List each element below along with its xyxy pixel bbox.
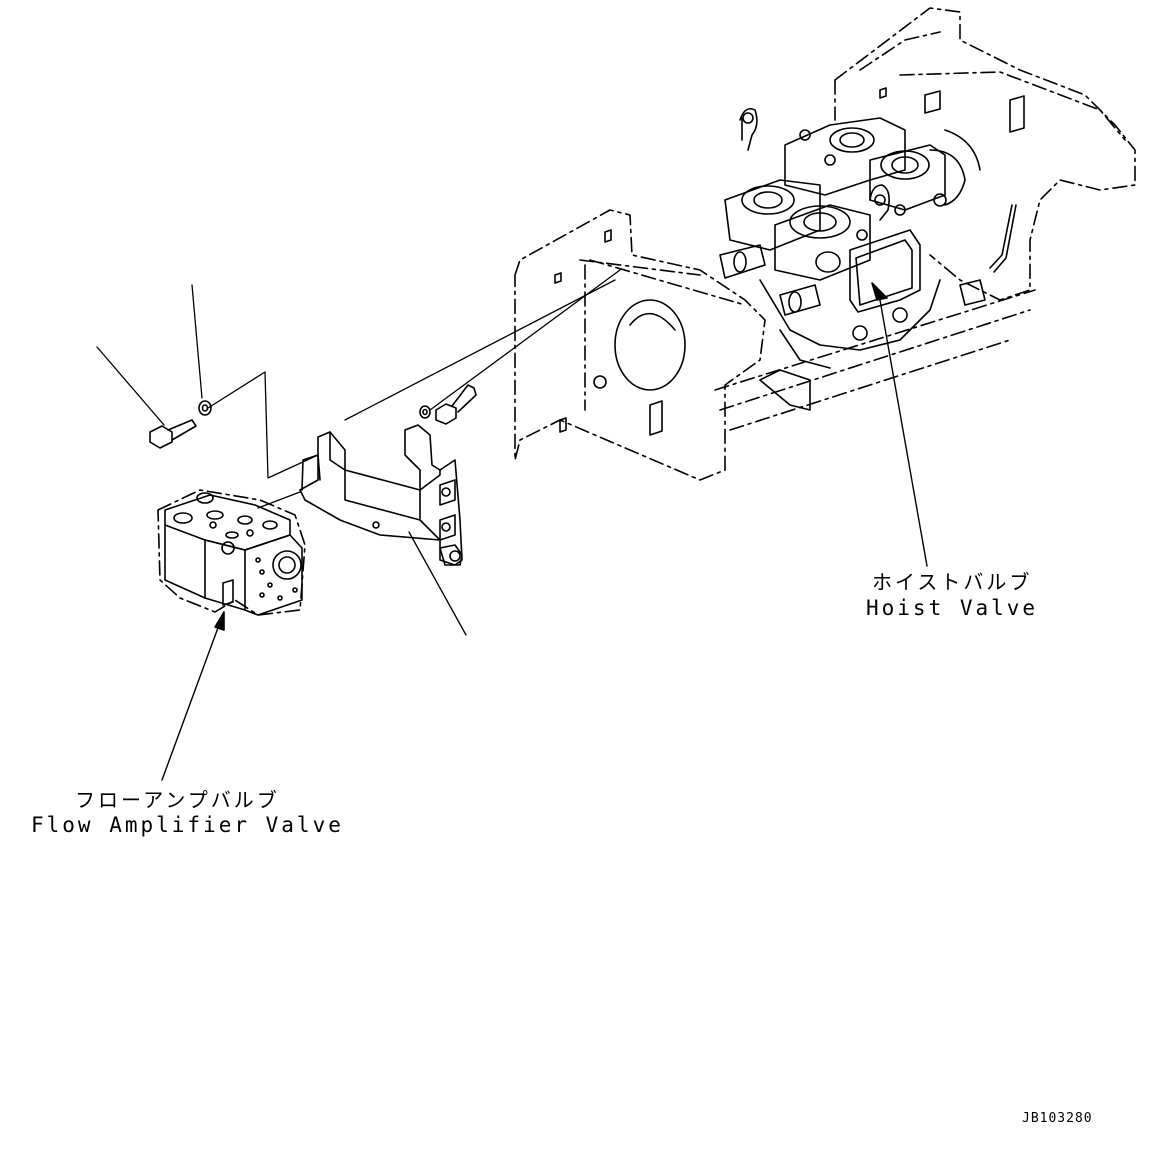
flow-amplifier-label-en: Flow Amplifier Valve	[31, 813, 344, 837]
hoist-valve-body	[719, 107, 981, 369]
hoist-valve-label-jp: ホイストバルブ	[872, 570, 1033, 594]
flow-amplifier-valve	[157, 489, 306, 616]
fasteners	[149, 384, 477, 449]
flow-amplifier-label-jp: フローアンプバルブ	[75, 788, 280, 812]
mounting-bracket	[299, 424, 463, 566]
assembly-lines	[96, 269, 621, 636]
label-arrows	[161, 282, 928, 781]
drawing-code: JB103280	[1022, 1111, 1093, 1126]
main-frame-assembly	[514, 7, 1136, 481]
hoist-valve-label-en: Hoist Valve	[866, 596, 1039, 620]
